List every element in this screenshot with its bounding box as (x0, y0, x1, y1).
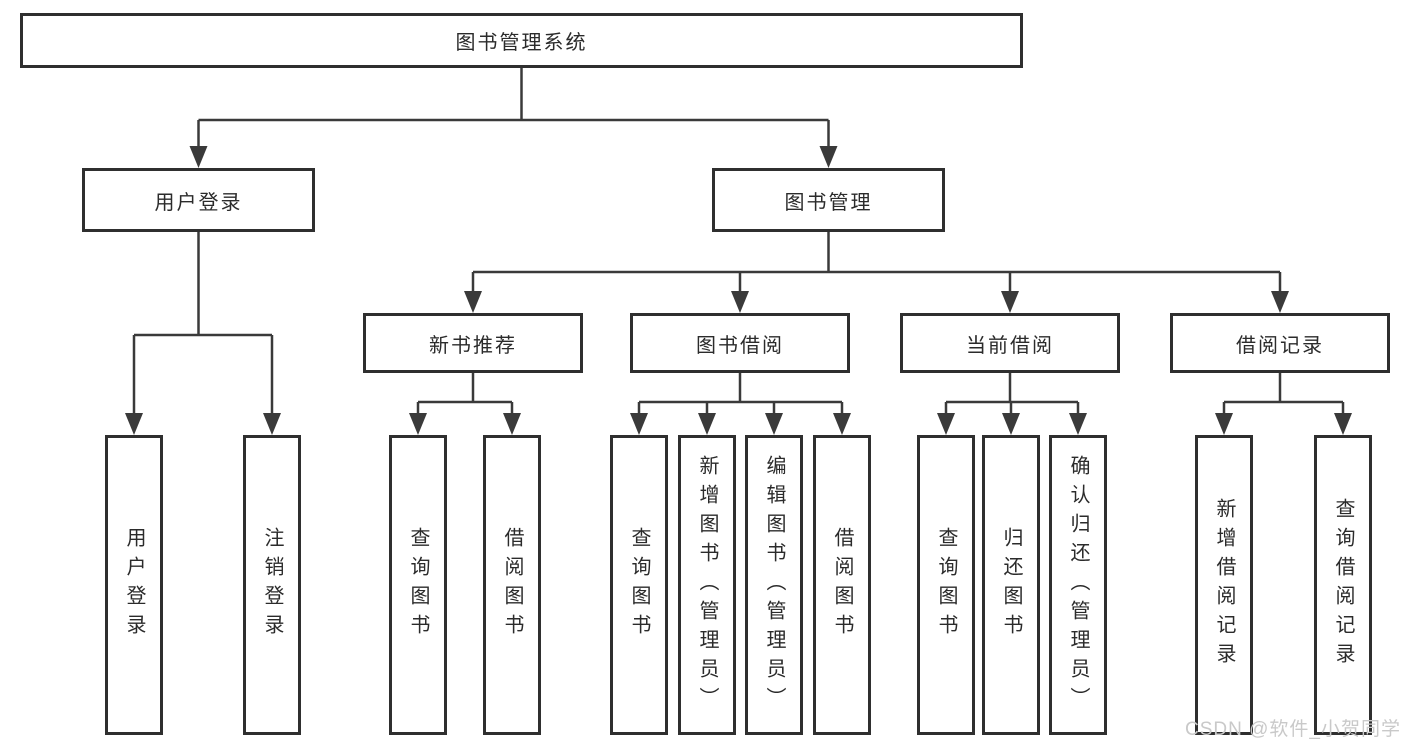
leaf-add-borrow-record: 新增借阅记录 (1195, 435, 1253, 735)
leaf-borrow-books-1: 借阅图书 (483, 435, 541, 735)
leaf-query-borrow-record: 查询借阅记录 (1314, 435, 1372, 735)
leaf-logout: 注销登录 (243, 435, 301, 735)
node-borrow-records: 借阅记录 (1170, 313, 1390, 373)
node-current-borrowing: 当前借阅 (900, 313, 1120, 373)
leaf-query-books-3: 查询图书 (917, 435, 975, 735)
leaf-edit-books-admin: 编辑图书（管理员） (745, 435, 803, 735)
node-book-borrowing: 图书借阅 (630, 313, 850, 373)
node-root: 图书管理系统 (20, 13, 1023, 68)
leaf-borrow-books-2: 借阅图书 (813, 435, 871, 735)
watermark: CSDN @软件_小贺同学 (1185, 719, 1401, 740)
leaf-return-books: 归还图书 (982, 435, 1040, 735)
leaf-add-books-admin: 新增图书（管理员） (678, 435, 736, 735)
leaf-confirm-return-admin: 确认归还（管理员） (1049, 435, 1107, 735)
node-book-management: 图书管理 (712, 168, 945, 232)
leaf-user-login: 用户登录 (105, 435, 163, 735)
leaf-query-books-1: 查询图书 (389, 435, 447, 735)
node-user-login: 用户登录 (82, 168, 315, 232)
node-new-book-recommend: 新书推荐 (363, 313, 583, 373)
leaf-query-books-2: 查询图书 (610, 435, 668, 735)
